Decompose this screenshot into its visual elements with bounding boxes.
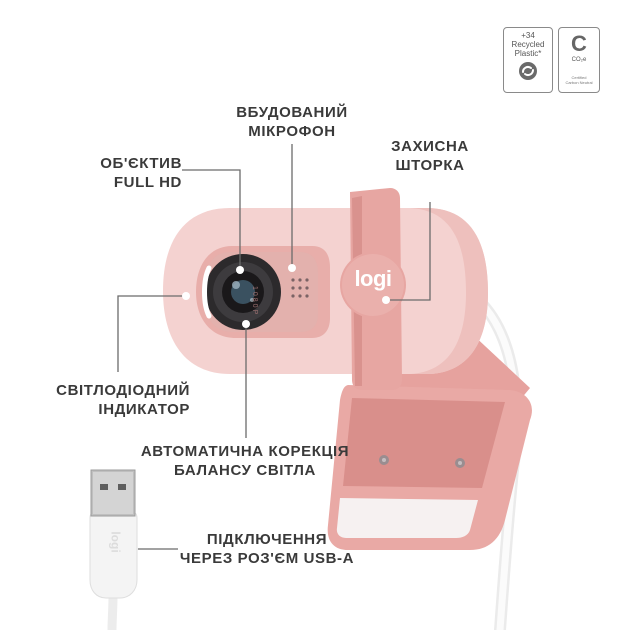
callout-shutter-line1: ЗАХИСНА <box>391 138 469 155</box>
certified-label: Certified <box>571 75 587 80</box>
callout-usb-label: ПІДКЛЮЧЕННЯ ЧЕРЕЗ РОЗ'ЄМ USB-A <box>178 530 356 568</box>
resolution-mark-text: 1080P <box>251 286 258 317</box>
callout-lens-line2: FULL HD <box>113 174 182 191</box>
callout-line-shutter <box>386 202 431 301</box>
callout-wb-line2: БАЛАНСУ СВІТЛА <box>174 462 316 479</box>
callout-dots <box>130 264 390 553</box>
usb-plug-housing <box>89 511 138 599</box>
badge-plastic-label: Plastic* <box>514 49 542 58</box>
callout-led-line2: ІНДИКАТОР <box>98 401 190 418</box>
callout-mic-line1: ВБУДОВАНИЙ <box>236 104 348 121</box>
callout-line-led <box>117 295 185 372</box>
usb-plug-logo-text: logi <box>108 531 123 553</box>
badge-recycled-label: Recycled <box>511 40 545 49</box>
recycled-plastic-badge: +34 Recycled Plastic* <box>503 27 553 93</box>
callout-lens-line1: ОБ'ЄКТИВ <box>100 155 182 172</box>
callout-usb-line1: ПІДКЛЮЧЕННЯ <box>206 531 328 548</box>
callout-led-line1: СВІТЛОДІОДНИЙ <box>56 382 190 399</box>
callout-lens-label: ОБ'ЄКТИВ FULL HD <box>60 154 182 192</box>
co2e-label: CO₂e <box>571 57 587 63</box>
callout-led-label: СВІТЛОДІОДНИЙ ІНДИКАТОР <box>20 381 190 419</box>
callout-wb-label: АВТОМАТИЧНА КОРЕКЦІЯ БАЛАНСУ СВІТЛА <box>126 442 364 480</box>
callout-lines <box>117 144 431 550</box>
mount-foot-pad <box>336 498 478 538</box>
recycle-loop-icon <box>519 62 537 80</box>
callout-mic-label: ВБУДОВАНИЙ МІКРОФОН <box>222 103 362 141</box>
callout-mic-line2: МІКРОФОН <box>248 123 336 140</box>
carbon-neutral-badge: C CO₂e Certified Carbon Neutral <box>558 27 600 93</box>
badge-recycled-percent: +34 <box>521 31 535 40</box>
carbon-letter: C <box>571 31 587 56</box>
callout-line-lens <box>182 169 241 270</box>
microphone-holes <box>291 278 309 298</box>
led-window <box>202 265 212 319</box>
carbon-neutral-label: Carbon Neutral <box>565 80 593 85</box>
callout-shutter-label: ЗАХИСНА ШТОРКА <box>368 137 492 175</box>
usb-cable <box>107 594 118 630</box>
callout-usb-line2: ЧЕРЕЗ РОЗ'ЄМ USB-A <box>179 550 355 567</box>
callout-wb-line1: АВТОМАТИЧНА КОРЕКЦІЯ <box>140 443 350 460</box>
callout-shutter-line2: ШТОРКА <box>395 157 465 174</box>
camera-logo-text: logi <box>354 266 392 291</box>
